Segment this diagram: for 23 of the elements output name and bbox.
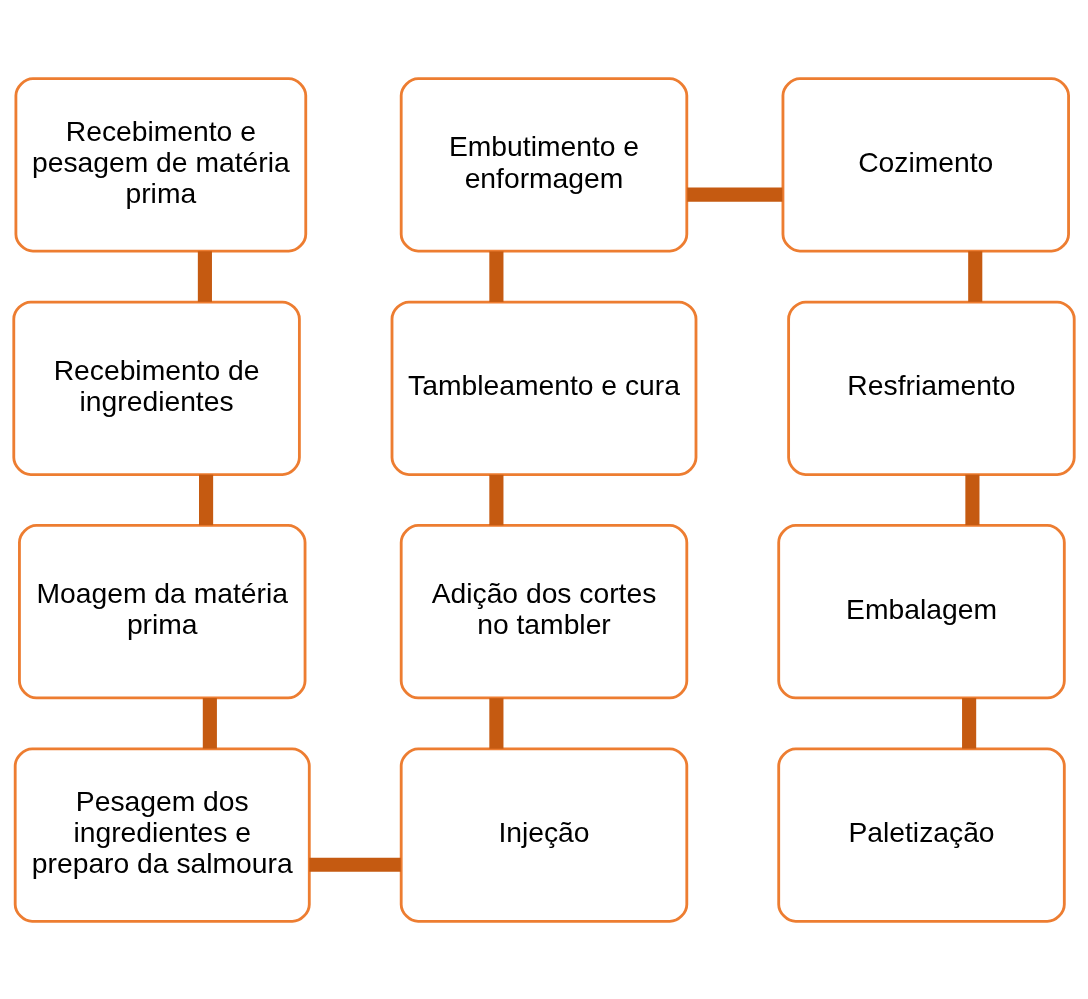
node-box: Pesagem dos ingredientes e preparo da salmoura (13, 746, 311, 923)
connector (962, 697, 977, 749)
node-box: Paletização (777, 746, 1066, 923)
node-box: Embalagem (777, 523, 1066, 699)
connector (199, 474, 214, 525)
node-box: Injeção (399, 746, 689, 923)
connector (687, 187, 783, 202)
connector (965, 474, 980, 525)
node-box: Embutimento e enformagem (399, 76, 689, 253)
node-box: Recebimento de ingredientes (12, 300, 301, 476)
node-box: Tambleamento e cura (390, 300, 698, 476)
connector (309, 857, 401, 872)
connector (968, 250, 983, 302)
node-box: Cozimento (781, 76, 1070, 253)
connector (489, 474, 504, 525)
connector (489, 697, 504, 749)
node-box: Recebimento e pesagem de matéria prima (14, 76, 308, 253)
connector (202, 697, 217, 749)
node-box: Resfriamento (787, 300, 1076, 476)
node-box: Adição dos cortes no tambler (399, 523, 689, 699)
connector (197, 250, 212, 302)
connector (489, 250, 504, 302)
node-box: Moagem da matéria prima (18, 523, 307, 699)
